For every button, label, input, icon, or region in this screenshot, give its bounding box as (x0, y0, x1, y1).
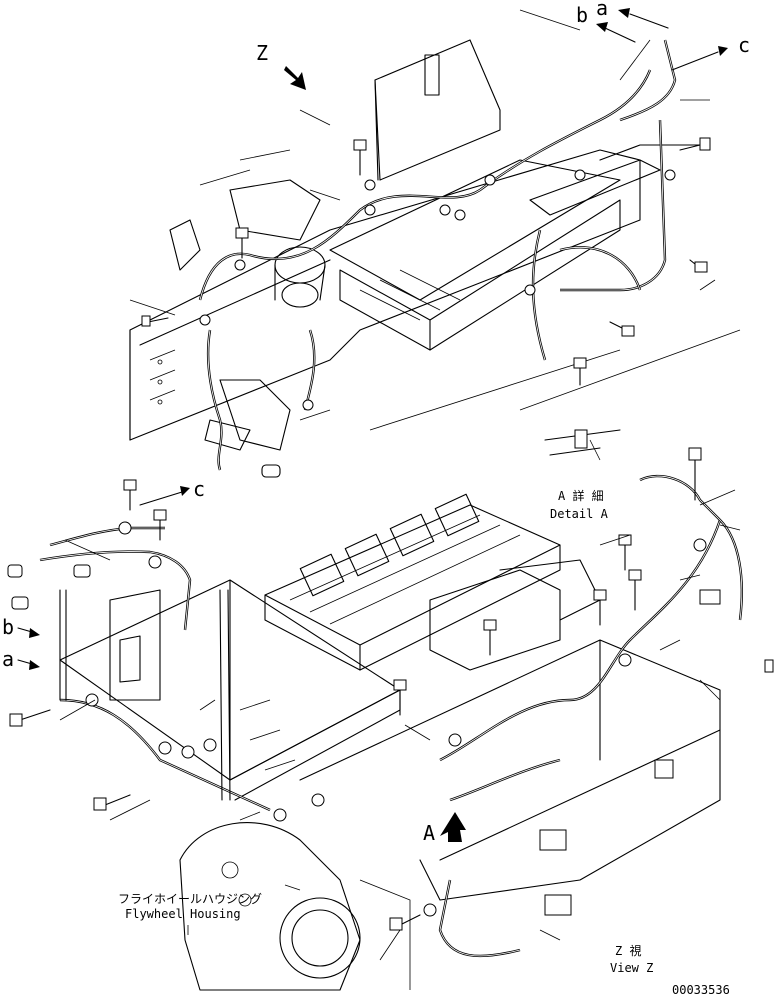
arrow-a-left (17, 659, 40, 670)
view-z-label-jp: Z 視 (615, 943, 641, 958)
detail-a-label-en: Detail A (550, 507, 609, 521)
bolt-icon (153, 509, 167, 541)
connector-icon (11, 596, 29, 610)
top-assembly (129, 9, 741, 478)
bolt-icon (393, 679, 407, 716)
bolt-icon (609, 321, 635, 337)
view-z-label-en: View Z (610, 961, 653, 975)
bolt-icon (141, 315, 169, 327)
bolt-icon (9, 709, 51, 727)
bolt-icon (679, 137, 711, 151)
detail-a-label-jp: A 詳 細 (558, 488, 604, 503)
bolt-icon (93, 794, 131, 811)
view-z-label: Z (256, 41, 268, 65)
flywheel-housing-label-jp: フライホイールハウジング (118, 892, 262, 906)
arrow-c-left (139, 486, 190, 506)
bolt-icon (618, 534, 632, 571)
arrow-c-top (671, 46, 728, 71)
bolt-icon (689, 259, 708, 273)
bolt-icon (483, 619, 497, 656)
connector-icon (7, 564, 23, 578)
bolt-icon (123, 479, 137, 511)
drawing-number: 00033536 (672, 983, 730, 997)
bolt-icon (688, 447, 702, 501)
callout-c-top: c (738, 33, 750, 57)
callout-c-left: c (193, 477, 205, 501)
callout-a-left: a (2, 647, 14, 671)
flywheel-housing-label-en: Flywheel Housing (125, 907, 241, 921)
bolt-icon (593, 589, 607, 626)
connector-icon (73, 564, 91, 578)
callout-detail-a: A (423, 821, 435, 845)
arrow-b-top (596, 22, 636, 43)
bolt-icon (628, 569, 642, 611)
bolt-icon (573, 357, 587, 386)
bottom-assembly (7, 447, 774, 991)
view-direction-arrow-icon (284, 66, 306, 90)
arrow-a-top (618, 8, 669, 29)
bolt-icon (235, 227, 249, 259)
bolt-icon (389, 914, 421, 931)
detail-direction-arrow-icon (440, 812, 466, 842)
arrow-b-left (17, 627, 40, 638)
callout-b-top: b (576, 3, 588, 27)
bolt-icon (353, 139, 367, 176)
callout-b-left: b (2, 615, 14, 639)
callout-a-top: a (596, 0, 608, 20)
